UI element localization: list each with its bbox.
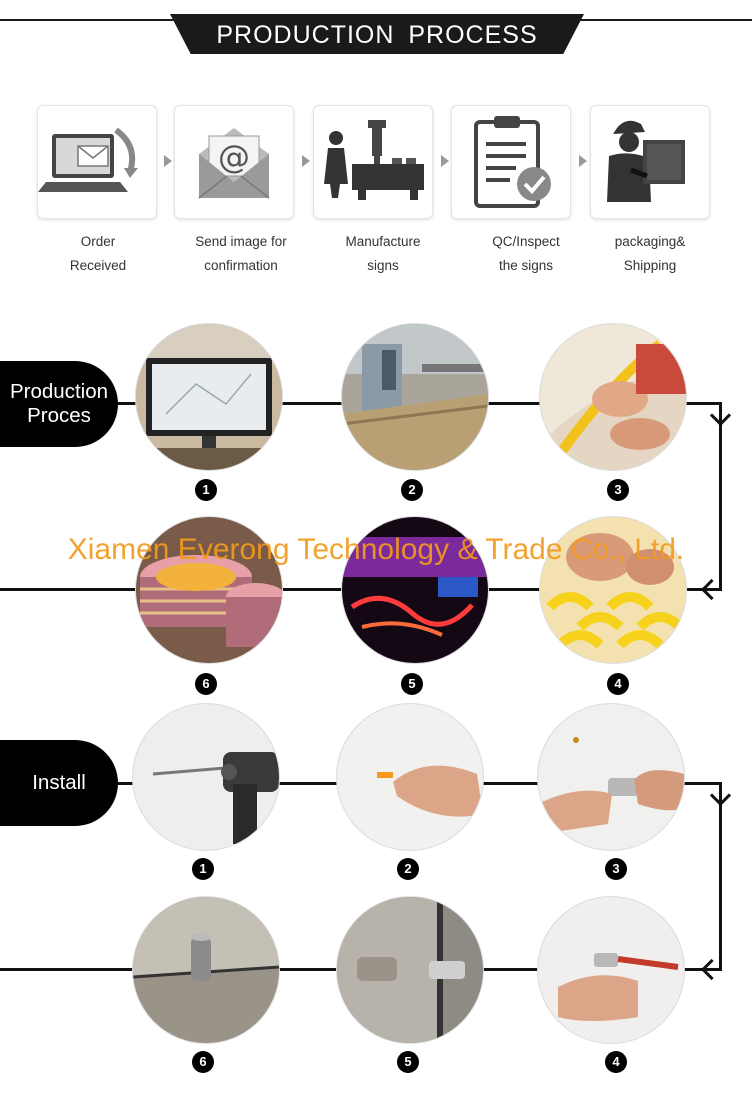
production-step-badge: 3 <box>607 479 629 501</box>
clipboard-check-icon <box>474 116 551 208</box>
install-step-badge: 3 <box>605 858 627 880</box>
step-label-qc-inspect: QC/Inspect the signs <box>492 234 560 273</box>
chevron-down-icon <box>709 404 732 427</box>
step-card-qc-inspect <box>451 105 571 219</box>
at-envelope-icon: @ <box>198 128 270 199</box>
install-label: Install <box>0 740 118 826</box>
production-step-badge: 4 <box>607 673 629 695</box>
install-step-badge: 1 <box>192 858 214 880</box>
step-arrow <box>164 155 172 167</box>
production-connector-line <box>719 402 722 590</box>
install-photo-6 <box>132 896 280 1044</box>
page-title: PRODUCTION PROCESS <box>216 21 538 49</box>
production-step-badge: 2 <box>401 479 423 501</box>
step-label-order-received: Order Received <box>69 234 127 273</box>
chevron-down-icon <box>709 784 732 807</box>
step-label-send-image: Send image for confirmation <box>195 234 287 273</box>
step-card-send-image: @ <box>174 105 294 219</box>
production-photo-3 <box>539 323 687 471</box>
delivery-person-icon <box>607 120 685 202</box>
install-photo-2 <box>336 703 484 851</box>
step-label-manufacture: Manufacture signs <box>345 234 421 273</box>
production-step-badge: 1 <box>195 479 217 501</box>
install-step-badge: 2 <box>397 858 419 880</box>
install-photo-3 <box>537 703 685 851</box>
install-photo-4 <box>537 896 685 1044</box>
factory-worker-icon <box>324 120 424 200</box>
step-label-packaging-shipping: packaging& Shipping <box>614 234 686 273</box>
step-arrow <box>302 155 310 167</box>
header-banner <box>170 14 584 54</box>
step-card-packaging-shipping <box>590 105 710 219</box>
install-connector-line <box>719 782 722 970</box>
production-photo-4 <box>539 516 687 664</box>
production-photo-5 <box>341 516 489 664</box>
step-arrow <box>441 155 449 167</box>
step-card-manufacture <box>313 105 433 219</box>
email-laptop-icon <box>38 127 138 192</box>
step-card-order-received <box>37 105 157 219</box>
install-photo-1 <box>132 703 280 851</box>
install-step-badge: 6 <box>192 1051 214 1073</box>
production-photo-6 <box>135 516 283 664</box>
production-step-badge: 5 <box>401 673 423 695</box>
production-photo-2 <box>341 323 489 471</box>
install-step-badge: 4 <box>605 1051 627 1073</box>
production-photo-1 <box>135 323 283 471</box>
svg-text:@: @ <box>218 138 250 176</box>
step-arrow <box>579 155 587 167</box>
install-photo-5 <box>336 896 484 1044</box>
company-watermark: Xiamen Everong Technology & Trade Co., L… <box>67 533 685 566</box>
production-step-badge: 6 <box>195 673 217 695</box>
production-label: Production Proces <box>0 361 118 447</box>
install-step-badge: 5 <box>397 1051 419 1073</box>
